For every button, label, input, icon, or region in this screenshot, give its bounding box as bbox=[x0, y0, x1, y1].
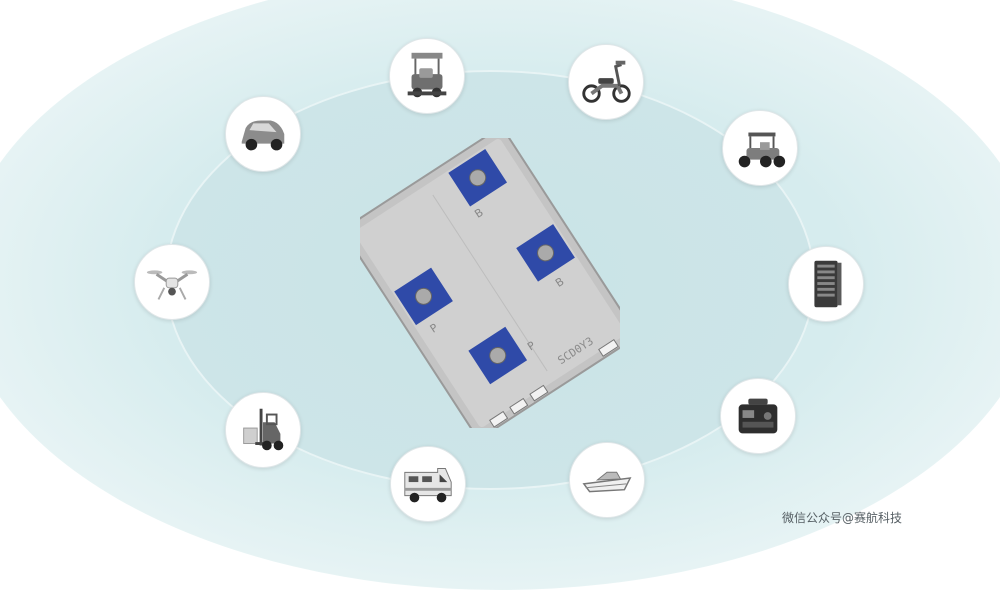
electric-tricycle-icon bbox=[722, 110, 798, 186]
floor-scrubber-icon bbox=[389, 38, 465, 114]
drone-icon bbox=[134, 244, 210, 320]
electric-scooter-icon bbox=[568, 44, 644, 120]
terminal-b-right bbox=[516, 224, 575, 282]
terminal-p-left bbox=[394, 267, 453, 326]
watermark-text: 微信公众号@赛航科技 bbox=[782, 511, 903, 525]
portable-power-station-icon bbox=[720, 378, 796, 454]
forklift-icon bbox=[225, 392, 301, 468]
boat-icon bbox=[569, 442, 645, 518]
bms-board: B B P P SCD0Y3 bbox=[343, 127, 637, 439]
server-rack-icon bbox=[788, 246, 864, 322]
rv-camper-icon bbox=[390, 446, 466, 522]
terminal-p-bottom bbox=[468, 326, 528, 385]
terminal-b-top bbox=[448, 148, 508, 207]
mini-car-icon bbox=[225, 96, 301, 172]
